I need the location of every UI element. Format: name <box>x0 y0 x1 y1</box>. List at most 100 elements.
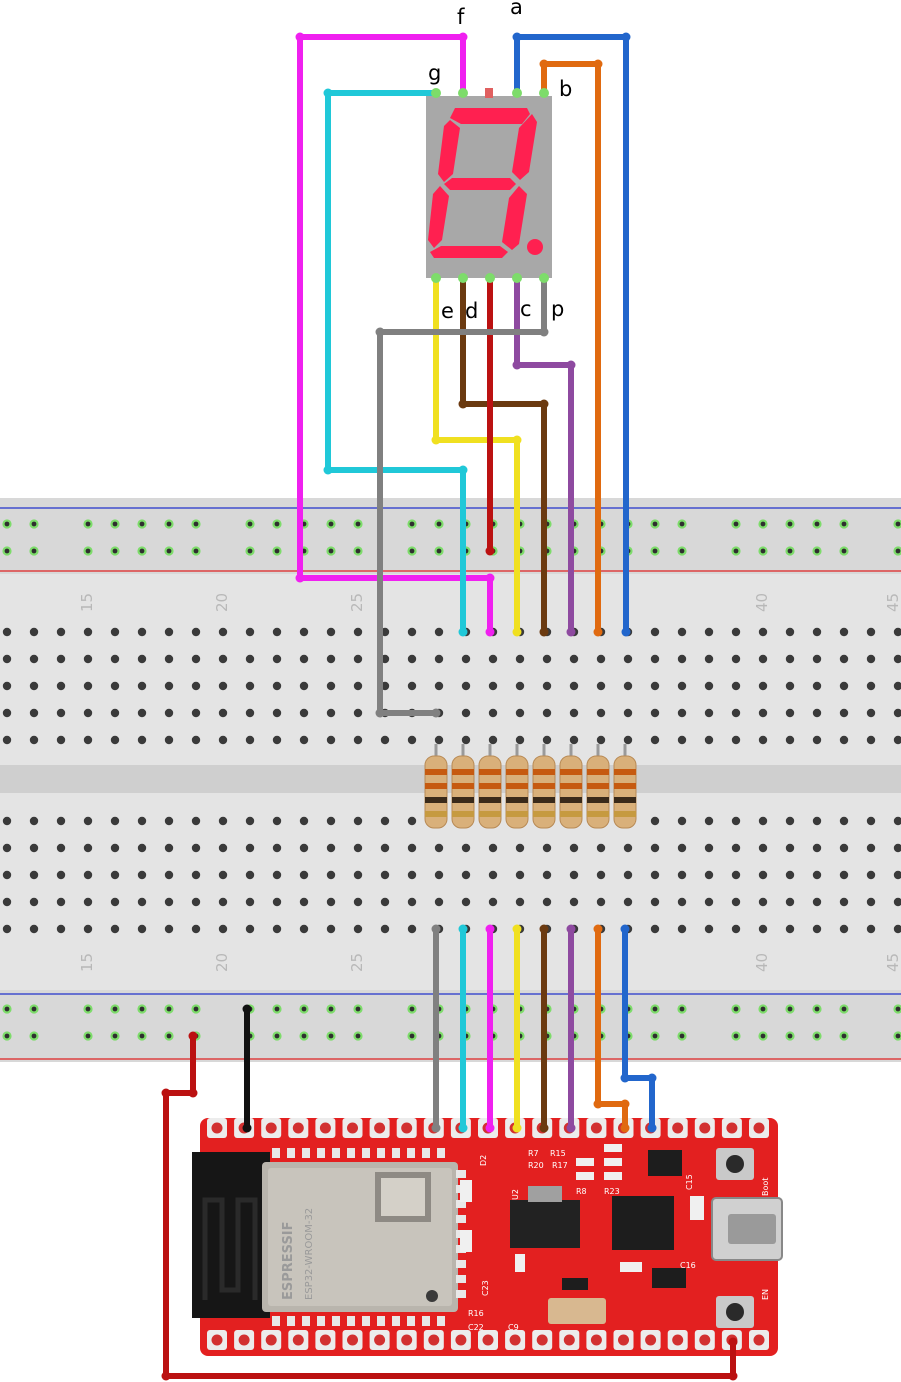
breadboard-hole <box>299 654 309 664</box>
column-number-45-top: 45 <box>884 593 901 612</box>
breadboard-hole <box>542 654 552 664</box>
smd-4 <box>576 1158 594 1166</box>
resistor-band <box>506 811 528 817</box>
breadboard-hole <box>29 816 39 826</box>
wire-joint <box>431 708 441 718</box>
rail-hole-center <box>895 521 901 527</box>
wire-joint <box>539 327 549 337</box>
board-pin-hole <box>618 1334 629 1346</box>
board-pin-hole <box>265 1334 277 1346</box>
breadboard-hole <box>596 870 606 880</box>
column-number-20-top: 20 <box>213 593 231 612</box>
breadboard-hole <box>245 627 255 637</box>
rail-hole-center <box>409 1033 415 1039</box>
breadboard-hole <box>137 627 147 637</box>
resistor-body <box>532 755 556 829</box>
breadboard-hole <box>812 735 822 745</box>
breadboard-hole <box>623 843 633 853</box>
breadboard-hole <box>785 681 795 691</box>
small-chip <box>648 1150 682 1176</box>
breadboard-hole <box>29 870 39 880</box>
breadboard-hole <box>623 870 633 880</box>
breadboard-hole <box>29 735 39 745</box>
board-pin-hole <box>401 1122 413 1134</box>
breadboard-hole <box>407 897 417 907</box>
breadboard-hole <box>542 843 552 853</box>
breadboard-hole <box>272 708 282 718</box>
wire-joint <box>512 627 522 637</box>
column-number-20-bottom: 20 <box>213 953 231 972</box>
wire-joint <box>431 924 441 934</box>
rail-hole-center <box>193 1006 199 1012</box>
breadboard-hole <box>299 924 309 934</box>
breadboard-hole <box>758 681 768 691</box>
rail-hole-center <box>85 1006 91 1012</box>
breadboard-hole <box>677 708 687 718</box>
board-pin-hole <box>211 1334 223 1346</box>
breadboard-hole <box>704 735 714 745</box>
wire-joint <box>512 924 522 934</box>
breadboard-hole <box>218 870 228 880</box>
wire-joint <box>512 1123 522 1133</box>
smd-7 <box>620 1262 642 1272</box>
module-pad <box>456 1200 466 1208</box>
breadboard-hole <box>461 897 471 907</box>
breadboard-hole <box>839 708 849 718</box>
wire-joint <box>539 59 549 69</box>
wire-joint <box>458 465 468 475</box>
wire-joint <box>375 708 385 718</box>
breadboard-hole <box>461 870 471 880</box>
rail-hole-center <box>31 521 37 527</box>
wire-joint <box>431 435 441 445</box>
breadboard-hole <box>137 735 147 745</box>
wire-joint <box>485 924 495 934</box>
wire-e-yellow <box>433 275 520 635</box>
silk-c16: C16 <box>680 1261 696 1270</box>
breadboard-hole <box>353 735 363 745</box>
label-p: p <box>551 297 564 321</box>
breadboard-hole <box>866 816 876 826</box>
top-power-rail <box>0 498 901 574</box>
rail-hole-center <box>4 1006 10 1012</box>
breadboard-hole <box>191 870 201 880</box>
breadboard-hole <box>569 843 579 853</box>
rail-hole-center <box>274 548 280 554</box>
segment-p <box>527 239 543 255</box>
en-button-cap[interactable] <box>726 1303 744 1321</box>
breadboard-hole <box>2 654 12 664</box>
breadboard-hole <box>110 816 120 826</box>
breadboard-hole <box>434 654 444 664</box>
breadboard-hole <box>29 897 39 907</box>
board-pin-hole <box>699 1122 711 1134</box>
breadboard-hole <box>623 708 633 718</box>
breadboard-hole <box>677 681 687 691</box>
breadboard-hole <box>893 627 901 637</box>
breadboard-hole <box>218 843 228 853</box>
breadboard-hole <box>569 654 579 664</box>
wire-gpio-blue <box>622 926 655 1131</box>
breadboard-hole <box>2 843 12 853</box>
wire-joint <box>323 465 333 475</box>
breadboard-hole <box>677 924 687 934</box>
boot-button-cap[interactable] <box>726 1155 744 1173</box>
breadboard-hole <box>785 816 795 826</box>
rail-hole-center <box>355 1033 361 1039</box>
breadboard-hole <box>434 843 444 853</box>
wire-joint <box>295 573 305 583</box>
wire-joint <box>188 1088 198 1098</box>
breadboard-hole <box>623 654 633 664</box>
wire-joint <box>375 327 385 337</box>
breadboard-hole <box>83 843 93 853</box>
wire-joint <box>458 924 468 934</box>
breadboard-hole <box>137 708 147 718</box>
breadboard-hole <box>488 654 498 664</box>
display-pin-bottom <box>485 273 495 283</box>
breadboard-hole <box>245 654 255 664</box>
breadboard-hole <box>191 681 201 691</box>
breadboard-hole <box>2 816 12 826</box>
module-label: ESPRESSIF <box>281 1221 296 1300</box>
board-pin-hole <box>753 1122 765 1134</box>
module-pad <box>287 1148 295 1158</box>
wire-joint <box>485 1123 495 1133</box>
breadboard-hole <box>29 843 39 853</box>
